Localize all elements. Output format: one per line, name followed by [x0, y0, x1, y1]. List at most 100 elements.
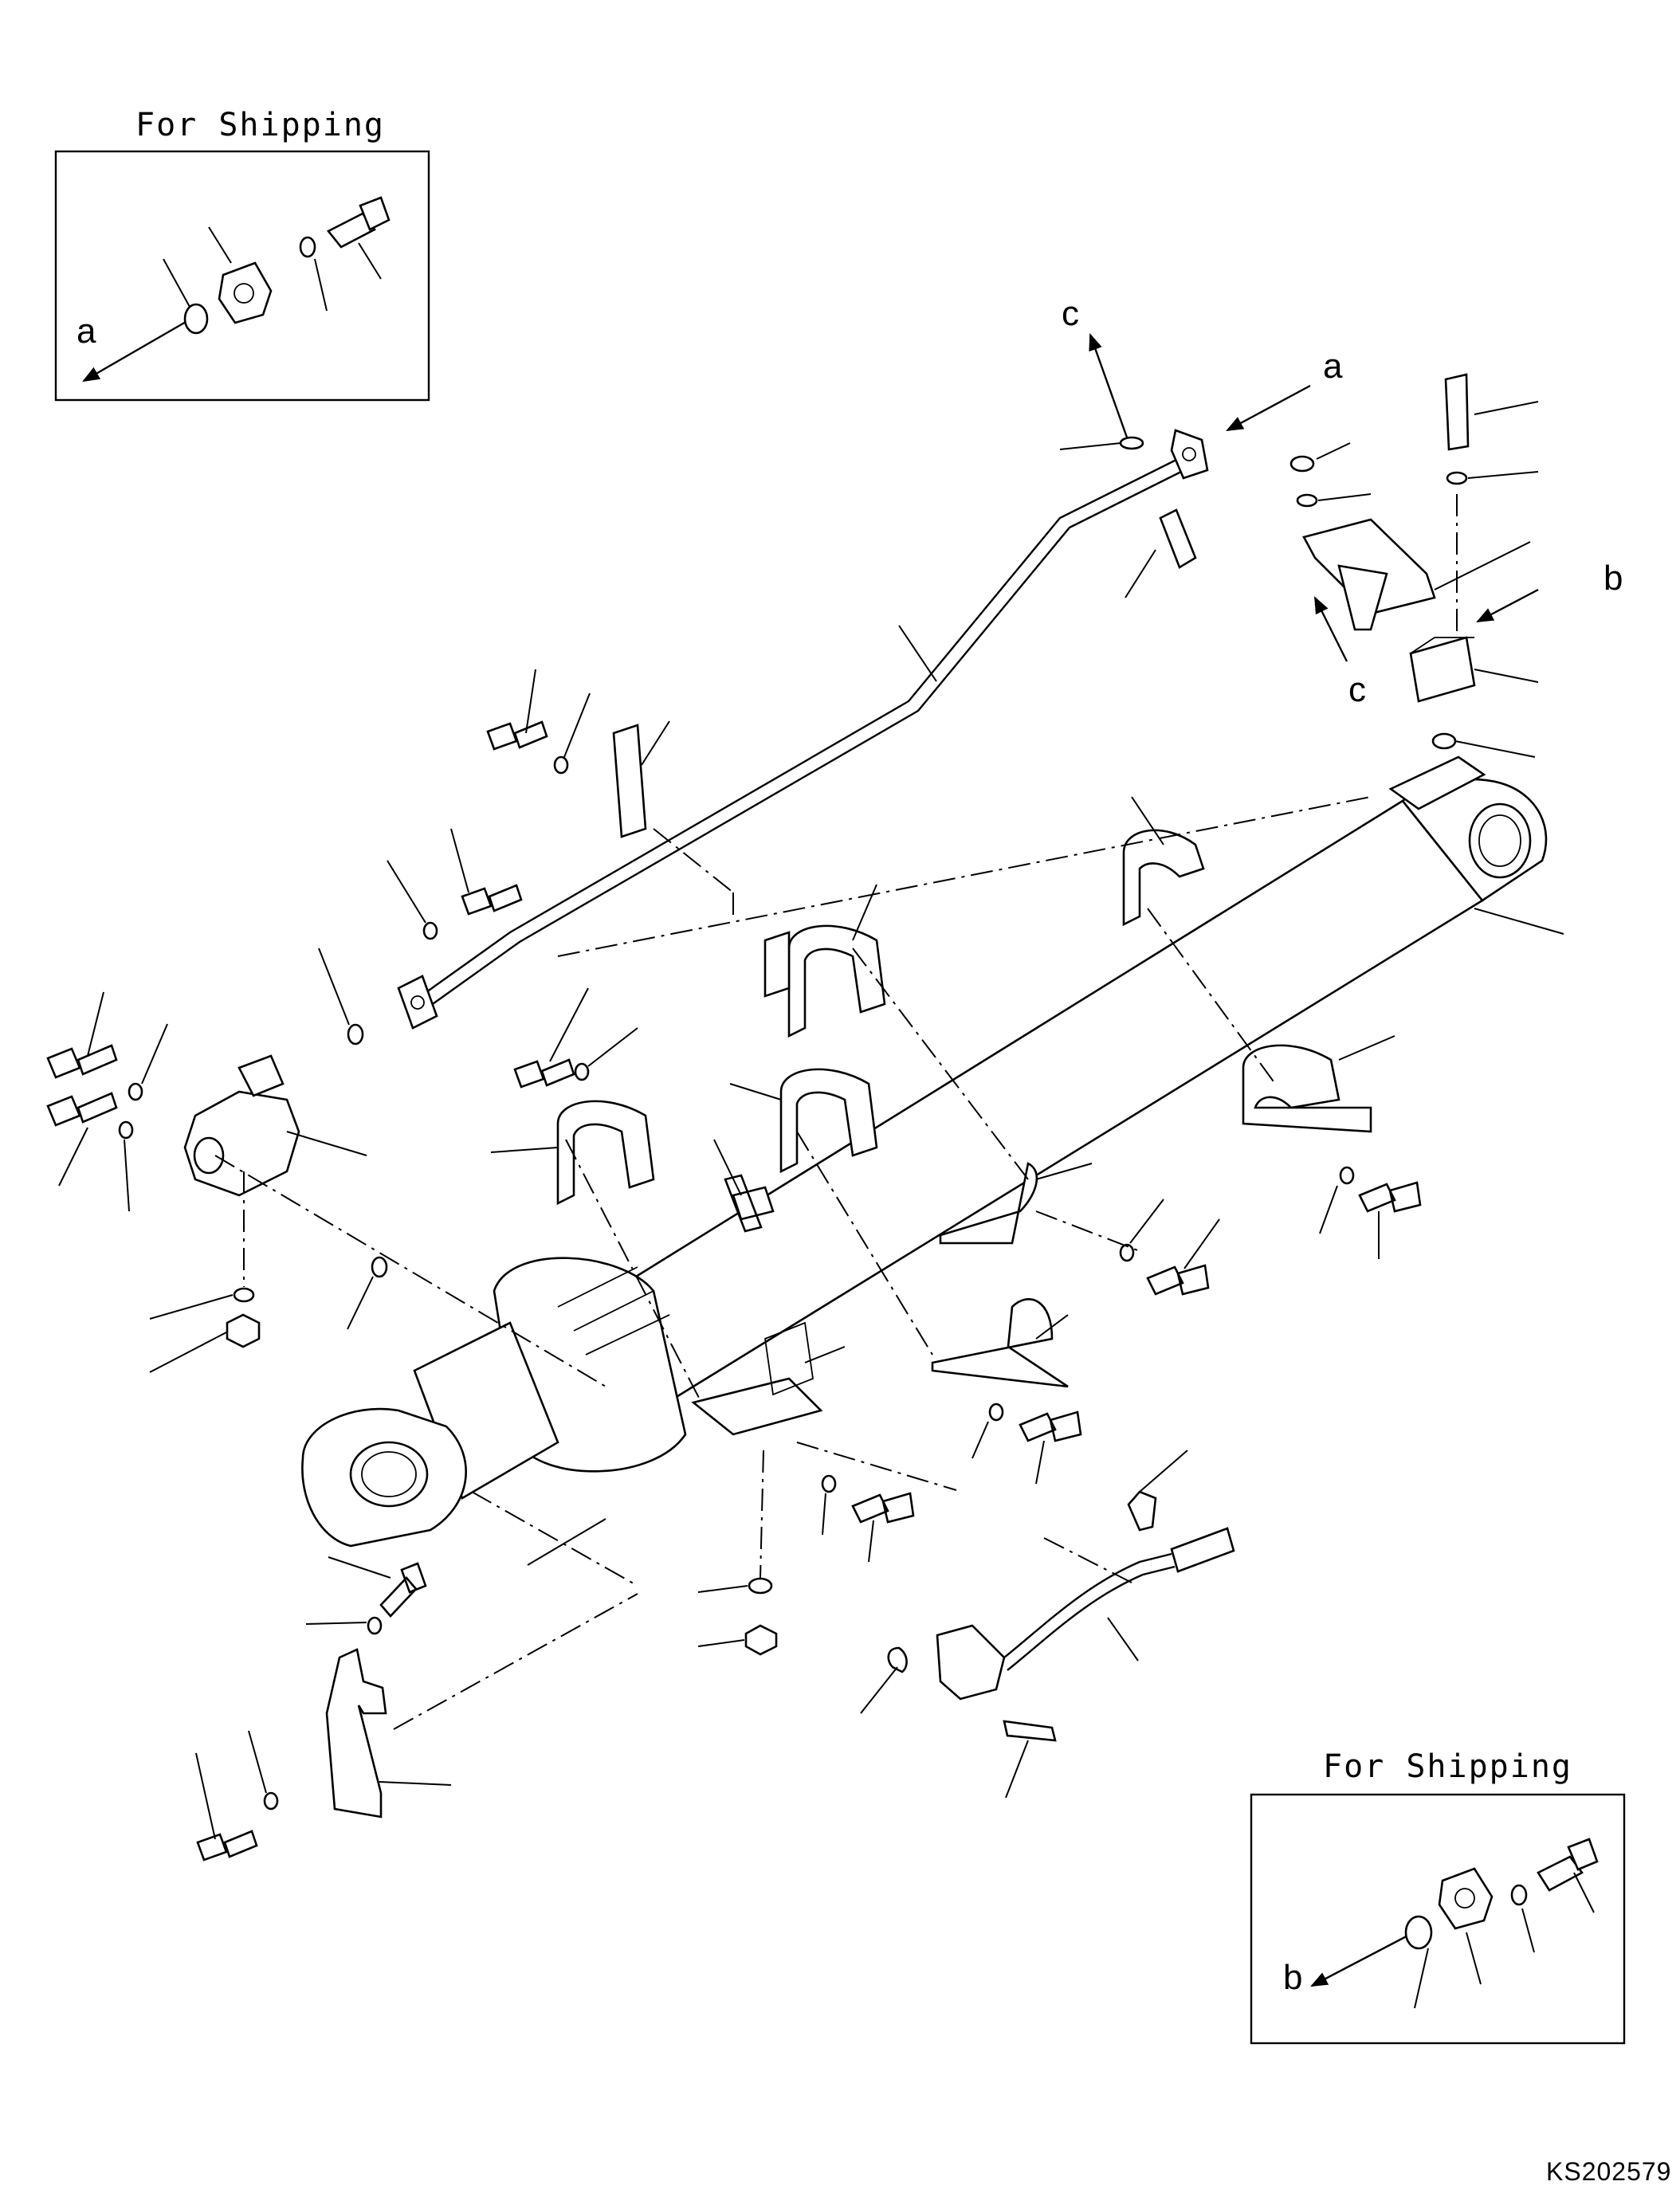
letter-a: a: [1323, 347, 1343, 386]
hose-assembly: [860, 1450, 1235, 1799]
arrow-c-bracket: [1313, 596, 1348, 662]
mount-washer: [1296, 493, 1318, 508]
bolt-7: [851, 1492, 915, 1524]
inset-a-flange-hole: [234, 283, 254, 304]
pipe-left-flange: [397, 975, 438, 1030]
hose-flange-block: [936, 1624, 1006, 1701]
inset-b-flange: [1438, 1867, 1494, 1930]
arrow-a: [1226, 384, 1311, 432]
hose-screw: [1003, 1720, 1057, 1742]
inset-a-arrow: [82, 317, 192, 383]
fasteners: [195, 669, 1422, 1862]
tube-clip-washer: [1119, 436, 1144, 450]
washer-3: [574, 1062, 590, 1081]
clamp-lower-right: [931, 1298, 1069, 1388]
inset-a-frame: [54, 150, 430, 402]
valve-bolt-upper: [46, 1044, 118, 1079]
inset-a-title: For Shipping: [135, 107, 385, 143]
bolt-4: [1358, 1181, 1422, 1213]
mount-bolt: [1444, 373, 1470, 451]
washer-9: [367, 1616, 383, 1635]
safety-valve: [46, 947, 606, 1387]
arrow-c-top: [1089, 332, 1132, 447]
valve-oring-mid: [371, 1256, 388, 1278]
clamp-upper-right: [1122, 829, 1205, 927]
inset-b-bolt-shank: [1537, 1855, 1584, 1892]
spacer-pin: [724, 1174, 775, 1233]
washer-7: [821, 1474, 837, 1493]
washer-4: [1339, 1166, 1355, 1185]
center-lines: [557, 796, 1372, 1491]
valve-washer-upper: [128, 1082, 143, 1101]
lower-bracket: [325, 1491, 638, 1818]
inset-b-washer: [1510, 1884, 1528, 1906]
bolt-8: [379, 1562, 427, 1618]
mount-bracket-leg: [1337, 564, 1388, 631]
bolt-9: [196, 1830, 258, 1862]
washer-10: [263, 1791, 279, 1811]
tube-callouts: a c: [1059, 294, 1343, 598]
valve-plug: [226, 1313, 261, 1348]
inset-a-flange: [218, 261, 273, 324]
valve-top-cap: [237, 1054, 285, 1097]
inset-b-frame: [1250, 1793, 1626, 2045]
inset-a-bolt-head: [359, 196, 391, 231]
drawing-code: KS202579: [1546, 2157, 1671, 2186]
hose-fitting: [1170, 1527, 1235, 1573]
mount-oring: [1431, 732, 1457, 750]
hose-oring: [887, 1646, 908, 1673]
mount-nut: [1289, 455, 1315, 473]
cylinder-top-pad: [1388, 755, 1486, 810]
letter-b: b: [1603, 559, 1623, 598]
letter-c-top: c: [1062, 294, 1079, 333]
inset-b-flange-hole: [1454, 1888, 1475, 1909]
bolt-3: [513, 1058, 575, 1089]
inset-b-bolt-head: [1567, 1838, 1599, 1871]
clamp-right: [1242, 1044, 1372, 1133]
pipe-oring: [347, 1023, 364, 1046]
washer-8: [748, 1577, 773, 1595]
inset-b-oring: [1404, 1915, 1433, 1950]
nut-1: [744, 1624, 778, 1656]
washer-1: [553, 755, 569, 775]
washer-2: [422, 921, 438, 940]
clamps: [490, 720, 1395, 1436]
bolt-1: [486, 720, 548, 751]
hose-u-clip: [1127, 1490, 1157, 1532]
inset-shipping-a: For Shipping a: [54, 107, 430, 402]
inset-a-washer: [299, 236, 316, 258]
clamp-plate-upper: [612, 724, 647, 838]
mount-bracket-plate: [1302, 518, 1436, 615]
tube-u-clip: [1159, 508, 1197, 569]
inset-b-arrow: [1310, 1930, 1416, 1987]
clamp-mid-left: [556, 1100, 655, 1206]
washer-5: [1119, 1243, 1135, 1262]
bolt-2: [461, 884, 523, 916]
bracket-lower-center: [691, 1377, 823, 1436]
valve-oring-lower: [233, 1287, 255, 1303]
mount-washer-2: [1446, 471, 1468, 485]
clamp-upper-left: [787, 924, 886, 1038]
mount-block: [1409, 636, 1476, 703]
washer-6: [988, 1403, 1004, 1422]
bolt-5: [1146, 1264, 1210, 1296]
inset-shipping-b: For Shipping b: [1250, 1748, 1626, 2045]
letter-c-bracket: c: [1348, 670, 1366, 709]
lower-bracket-plate: [325, 1648, 387, 1818]
inset-a-bolt-shank: [326, 212, 376, 249]
inset-b-title: For Shipping: [1323, 1748, 1572, 1785]
valve-bolt-lower: [46, 1092, 118, 1127]
inset-a-letter: a: [77, 312, 96, 351]
hydraulic-cylinder: [301, 755, 1564, 1548]
arrow-b: [1476, 588, 1539, 623]
valve-washer-lower: [118, 1120, 134, 1140]
valve-port: [193, 1136, 225, 1175]
pipe-right-flange: [1170, 429, 1209, 480]
pipe-tube: [397, 429, 1209, 1030]
clamp-upper-left-plate: [763, 931, 791, 998]
mount-bracket: b c: [1289, 373, 1623, 758]
clamp-mid-center: [779, 1068, 878, 1174]
bolt-6: [1019, 1410, 1082, 1442]
inset-b-letter: b: [1283, 1958, 1302, 1997]
